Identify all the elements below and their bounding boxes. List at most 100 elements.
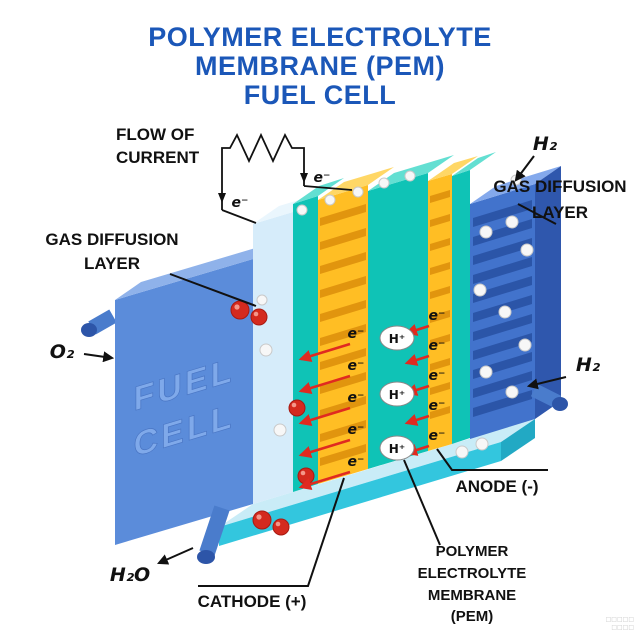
inlet-pipe-left-cap <box>81 323 97 337</box>
cathode-text: CATHODE (+) <box>198 592 307 611</box>
proton-badges: H⁺ H⁺ H⁺ <box>379 325 415 461</box>
white-sphere <box>352 186 364 198</box>
cathode-pointer-line <box>198 477 345 587</box>
red-oxygen-molecules <box>230 300 315 536</box>
white-sphere <box>256 294 268 306</box>
electron-label: e⁻ <box>429 368 446 384</box>
anode-top-face <box>428 156 478 181</box>
membrane-text-line3: MEMBRANE <box>428 587 516 604</box>
electron-label: e⁻ <box>429 338 446 354</box>
electron-label: e⁻ <box>429 398 446 414</box>
electron-label: e⁻ <box>232 195 249 211</box>
electron-label: e⁻ <box>348 422 365 438</box>
proton-badge: H⁺ <box>379 381 415 407</box>
cathode-label: CATHODE (+) <box>198 477 345 611</box>
membrane-label: POLYMER ELECTROLYTE MEMBRANE (PEM) <box>403 459 527 625</box>
white-sphere <box>259 343 273 357</box>
hydrogen-in-arrow-icon <box>514 155 535 182</box>
gas-diffusion-right-line2: LAYER <box>532 203 588 222</box>
gas-diffusion-left-line2: LAYER <box>84 254 140 273</box>
watermark-line2: □□□□ <box>611 624 634 631</box>
hydrogen-label: H₂ <box>533 133 558 155</box>
electron-labels-anode-column: e⁻ e⁻ e⁻ e⁻ e⁻ <box>429 308 446 444</box>
red-sphere <box>230 300 250 320</box>
tray-front-face <box>219 442 501 546</box>
red-sphere <box>250 308 268 326</box>
outlet-pipe-bottom <box>199 505 230 556</box>
hydrogen-label: H₂ <box>576 354 601 376</box>
white-sphere <box>296 204 308 216</box>
cathode-grooves <box>320 204 366 466</box>
oxygen-label: O₂ <box>50 341 75 363</box>
current-circuit: e⁻ e⁻ <box>218 132 353 224</box>
membrane-pointer-line <box>403 459 441 546</box>
water-out-arrow-icon <box>156 547 194 565</box>
red-arrow <box>298 406 351 427</box>
red-arrow <box>404 354 430 366</box>
catalyst-left-front-face <box>293 196 318 492</box>
electron-label: e⁻ <box>348 454 365 470</box>
catalyst-right-top-face <box>452 152 496 176</box>
catalyst-layer-right-shape <box>452 152 496 444</box>
proton-label: H⁺ <box>389 388 405 402</box>
wire-arrow-down-icon <box>218 193 226 203</box>
electron-flow-arrows-cathode <box>298 342 351 491</box>
membrane-front-face <box>368 173 428 469</box>
electron-label: e⁻ <box>429 428 446 444</box>
white-sphere <box>378 177 390 189</box>
proton-label: H⁺ <box>389 332 405 346</box>
white-sphere <box>324 194 336 206</box>
red-arrow <box>298 342 351 363</box>
membrane-text-line4: (PEM) <box>451 608 494 625</box>
gdl-left-front-face <box>253 212 293 504</box>
block-top-face <box>115 241 279 300</box>
white-sphere <box>473 283 487 297</box>
gas-diffusion-right-pointer-line <box>517 203 557 225</box>
proton-label: H⁺ <box>389 442 405 456</box>
catalyst-left-top-face <box>293 178 344 204</box>
anode-label: ANODE (-) <box>436 448 548 496</box>
white-sphere <box>273 423 287 437</box>
white-sphere <box>479 365 493 379</box>
red-sphere <box>252 510 272 530</box>
water-label: H₂O <box>110 564 150 586</box>
electron-label: e⁻ <box>348 390 365 406</box>
water-out-label: H₂O <box>110 547 194 586</box>
flow-of-current-label-line2: CURRENT <box>116 148 200 167</box>
tray-side-face <box>501 419 535 461</box>
cathode-plate-shape <box>318 167 394 484</box>
gas-diffusion-layer-left-label: GAS DIFFUSION LAYER <box>45 230 257 307</box>
catalyst-right-front-face <box>452 170 470 444</box>
anode-text: ANODE (-) <box>455 477 538 496</box>
oxygen-in-label: O₂ <box>50 341 115 363</box>
cathode-top-face <box>318 167 394 200</box>
white-sphere <box>505 385 519 399</box>
gdl-right-side-face <box>535 166 561 419</box>
white-gas-molecules <box>256 170 534 459</box>
electron-label: e⁻ <box>348 326 365 342</box>
hydrogen-in-side-label: H₂ <box>526 354 601 390</box>
wire-arrow-down-icon <box>300 173 308 183</box>
red-arrow <box>298 438 351 459</box>
membrane-text-line2: ELECTROLYTE <box>418 565 527 582</box>
hydrogen-in-arrow-icon <box>526 376 567 390</box>
membrane-text-line1: POLYMER <box>436 543 509 560</box>
electron-label: e⁻ <box>314 170 331 186</box>
white-sphere <box>475 437 489 451</box>
white-sphere <box>479 225 493 239</box>
red-sphere <box>272 518 290 536</box>
proton-badge: H⁺ <box>379 325 415 351</box>
page-title-line1: POLYMER ELECTROLYTE <box>148 22 492 52</box>
white-sphere <box>518 338 532 352</box>
anode-plate-shape <box>428 156 478 451</box>
anode-pointer-line <box>436 448 548 471</box>
outlet-pipe-right-cap <box>552 397 568 411</box>
anode-grooves <box>430 190 450 419</box>
gas-diffusion-left-pointer-line <box>169 273 257 307</box>
oxygen-in-arrow-icon <box>83 351 115 363</box>
flow-of-current-label-line1: FLOW OF <box>116 125 194 144</box>
electron-label: e⁻ <box>429 308 446 324</box>
red-sphere <box>288 399 306 417</box>
